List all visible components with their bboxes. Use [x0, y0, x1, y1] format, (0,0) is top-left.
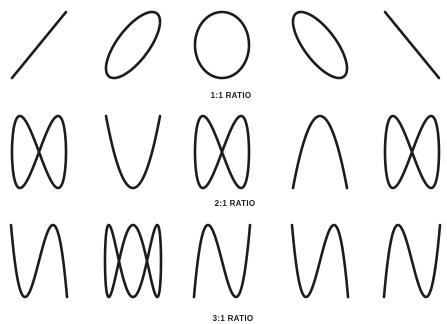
row-3-1: 3:1 RATIO: [11, 225, 440, 323]
row-2-1: 2:1 RATIO: [12, 116, 439, 208]
lissajous-3-1-phase-180: [384, 225, 440, 297]
lissajous-1-1-phase-45: [106, 12, 160, 78]
lissajous-1-1-phase-90: [195, 12, 249, 78]
caption-3-1: 3:1 RATIO: [213, 314, 254, 323]
lissajous-1-1-phase-0: [12, 12, 66, 78]
row-1-1: 1:1 RATIO: [12, 12, 439, 100]
lissajous-1-1-phase-135: [293, 12, 347, 78]
lissajous-3-1-phase-30: [105, 225, 161, 297]
lissajous-3-1-phase-0: [11, 225, 67, 297]
lissajous-2-1-phase-0: [195, 116, 249, 188]
lissajous-2-1-phase-45: [106, 116, 160, 188]
lissajous-3-1-phase-120: [292, 225, 348, 297]
lissajous-2-1-phase-270: [385, 116, 439, 188]
lissajous-1-1-phase-180: [385, 12, 439, 78]
lissajous-2-1-phase-90: [12, 116, 66, 188]
caption-1-1: 1:1 RATIO: [211, 91, 252, 100]
lissajous-3-1-phase-60: [194, 225, 250, 297]
lissajous-2-1-phase-315: [293, 116, 347, 188]
caption-2-1: 2:1 RATIO: [215, 199, 256, 208]
